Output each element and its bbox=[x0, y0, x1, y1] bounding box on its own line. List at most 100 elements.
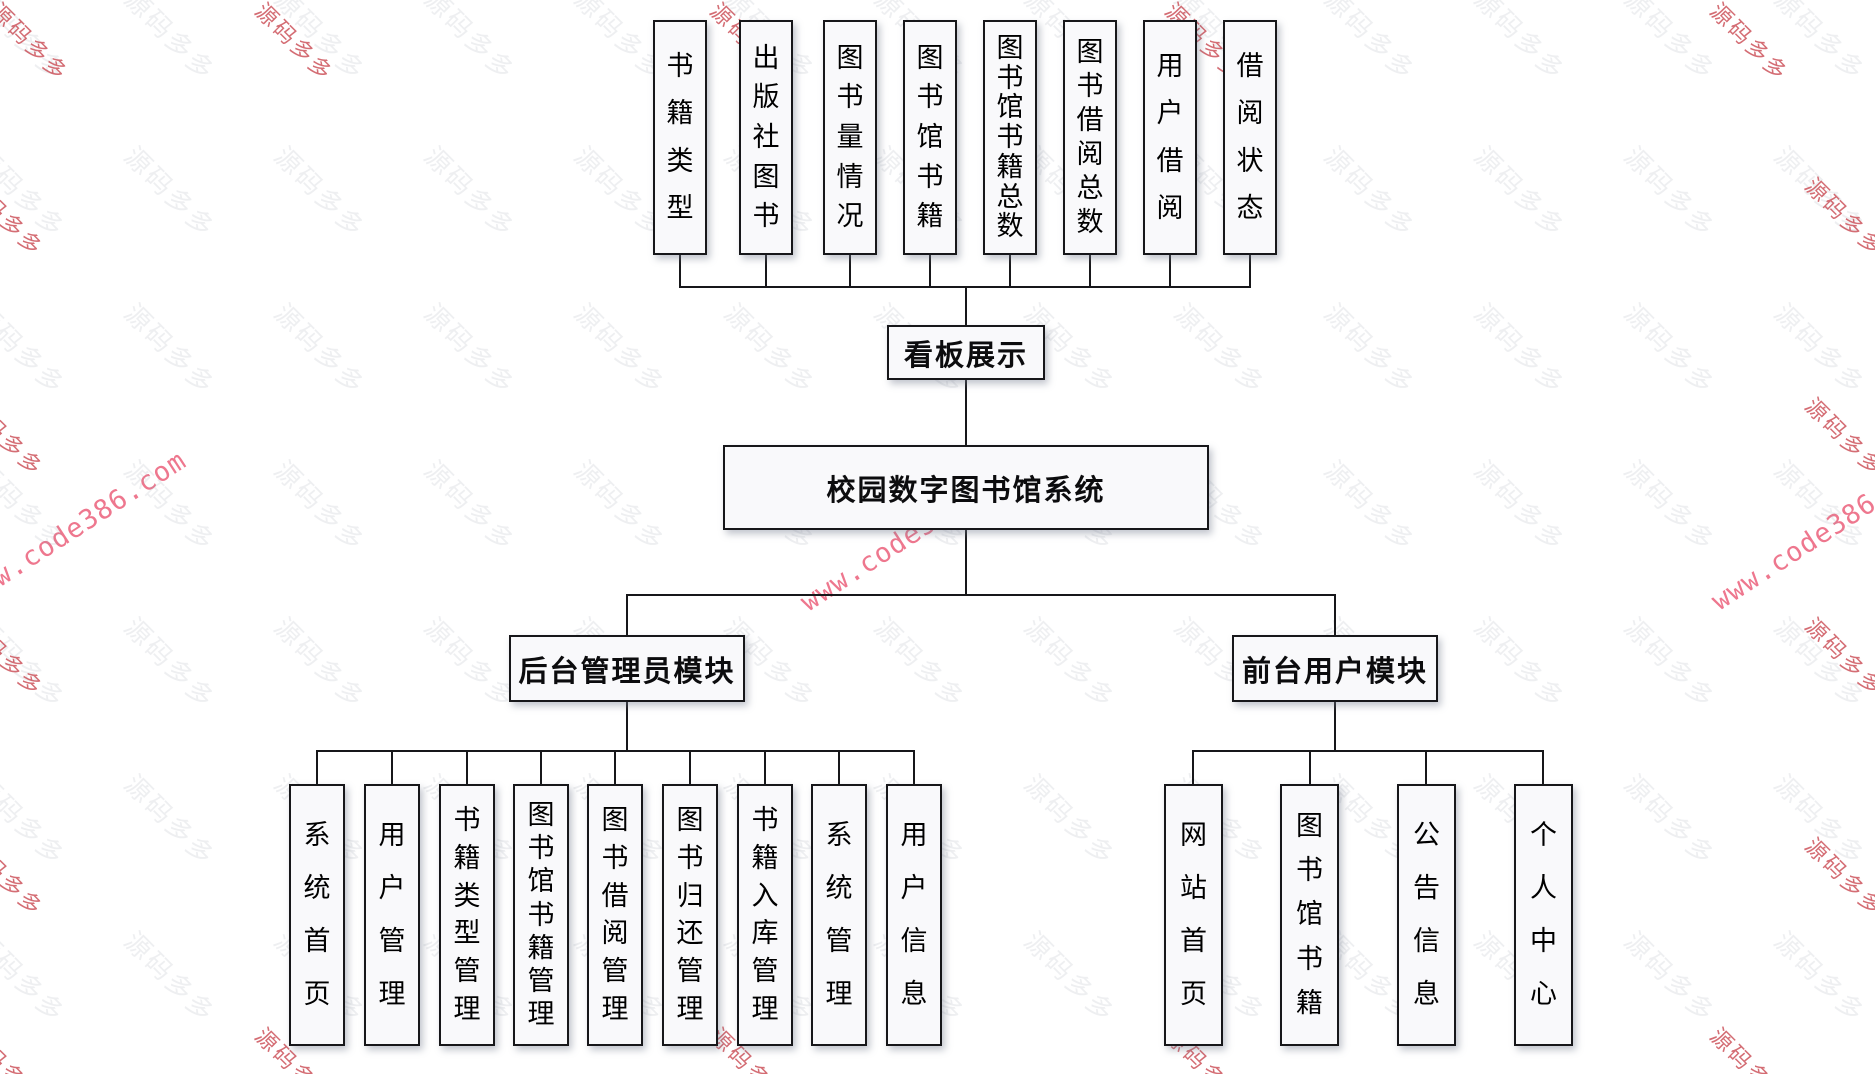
connector-admin-stub bbox=[391, 750, 393, 784]
watermark-tile: 源码多多 bbox=[0, 611, 72, 716]
watermark-tile-red: 源码多多 bbox=[0, 1023, 49, 1074]
watermark-tile: 源码多多 bbox=[0, 0, 72, 88]
connector-admin-stub bbox=[689, 750, 691, 784]
watermark-tile-red: 源码多多 bbox=[1800, 393, 1875, 482]
admin-module-box: 后台管理员模块 bbox=[509, 635, 745, 702]
root-system-label: 校园数字图书馆系统 bbox=[826, 472, 1106, 507]
stat-label: 图书量情况 bbox=[836, 42, 864, 233]
watermark-tile: 源码多多 bbox=[0, 768, 72, 873]
stat-label: 图书馆书籍 bbox=[916, 42, 944, 233]
connector-admin-stub bbox=[540, 750, 542, 784]
watermark-tile-red: 源码多多 bbox=[1800, 613, 1875, 702]
connector-admin-stub bbox=[316, 750, 318, 784]
admin-box-system-mgmt: 系统管理 bbox=[811, 784, 867, 1046]
watermark-tile-red: 源码多多 bbox=[1705, 0, 1794, 87]
admin-child-label: 图书归还管理 bbox=[676, 804, 704, 1026]
connector-admin-stub bbox=[838, 750, 840, 784]
connector-admin-stub bbox=[466, 750, 468, 784]
watermark-tile: 源码多多 bbox=[1618, 297, 1722, 402]
watermark-url: www.code386.com bbox=[1706, 450, 1875, 617]
watermark-tile: 源码多多 bbox=[1768, 454, 1872, 559]
admin-box-user-mgmt: 用户管理 bbox=[364, 784, 420, 1046]
watermark-tile: 源码多多 bbox=[1318, 0, 1422, 88]
watermark-tile: 源码多多 bbox=[118, 140, 222, 245]
admin-child-label: 图书馆书籍管理 bbox=[527, 800, 555, 1030]
watermark-url: www.code386.com bbox=[0, 445, 192, 612]
connector-front-stub bbox=[1542, 750, 1544, 784]
connector-modules-bus bbox=[626, 594, 1336, 596]
connector-bus-to-dashboard bbox=[965, 286, 967, 325]
connector-root-drop bbox=[965, 530, 967, 596]
front-child-label: 公告信息 bbox=[1413, 820, 1440, 1010]
watermark-tile: 源码多多 bbox=[0, 925, 72, 1030]
watermark-tile: 源码多多 bbox=[268, 611, 372, 716]
connector-admin-stub bbox=[764, 750, 766, 784]
watermark-tile: 源码多多 bbox=[118, 0, 222, 88]
watermark-tile-red: 源码多多 bbox=[0, 393, 49, 482]
watermark-tile: 源码多多 bbox=[268, 0, 372, 88]
watermark-tile: 源码多多 bbox=[1468, 0, 1572, 88]
watermark-tile: 源码多多 bbox=[1468, 454, 1572, 559]
watermark-tile: 源码多多 bbox=[1768, 925, 1872, 1030]
connector-front-stub bbox=[1425, 750, 1427, 784]
connector-admin-stub bbox=[614, 750, 616, 784]
stat-label: 出版社图书 bbox=[752, 42, 780, 233]
front-box-site-home: 网站首页 bbox=[1164, 784, 1223, 1046]
watermark-tile: 源码多多 bbox=[0, 297, 72, 402]
connector-admin-stub bbox=[913, 750, 915, 784]
front-child-label: 个人中心 bbox=[1530, 820, 1557, 1010]
admin-child-label: 用户管理 bbox=[378, 820, 406, 1010]
watermark-tile: 源码多多 bbox=[268, 297, 372, 402]
watermark-tile: 源码多多 bbox=[1618, 140, 1722, 245]
watermark-tile: 源码多多 bbox=[118, 925, 222, 1030]
watermark-tile: 源码多多 bbox=[418, 140, 522, 245]
front-child-label: 网站首页 bbox=[1180, 820, 1207, 1010]
watermark-tile: 源码多多 bbox=[568, 297, 672, 402]
connector-stat-stub bbox=[765, 255, 767, 288]
watermark-tile: 源码多多 bbox=[1618, 925, 1722, 1030]
watermark-tile: 源码多多 bbox=[1768, 140, 1872, 245]
watermark-tile: 源码多多 bbox=[1768, 0, 1872, 88]
connector-front-bus bbox=[1192, 750, 1544, 752]
admin-child-label: 用户信息 bbox=[900, 820, 928, 1010]
watermark-tile: 源码多多 bbox=[1468, 297, 1572, 402]
watermark-tile-red: 源码多多 bbox=[0, 833, 49, 922]
dashboard-label: 看板展示 bbox=[903, 337, 1028, 372]
watermark-tile: 源码多多 bbox=[268, 140, 372, 245]
connector-stat-stub bbox=[1009, 255, 1011, 288]
connector-stat-stub bbox=[849, 255, 851, 288]
watermark-tile: 源码多多 bbox=[118, 611, 222, 716]
admin-module-label: 后台管理员模块 bbox=[518, 653, 736, 688]
connector-stat-stub bbox=[679, 255, 681, 288]
watermark-tile: 源码多多 bbox=[1618, 611, 1722, 716]
stat-label: 图书馆书籍总数 bbox=[996, 32, 1024, 243]
stat-box-book-volume: 图书量情况 bbox=[823, 20, 877, 255]
connector-front-stub bbox=[1309, 750, 1311, 784]
stat-box-book-type: 书籍类型 bbox=[653, 20, 707, 255]
admin-box-system-home: 系统首页 bbox=[289, 784, 345, 1046]
admin-child-label: 系统管理 bbox=[825, 820, 853, 1010]
admin-box-book-type-mgmt: 书籍类型管理 bbox=[439, 784, 495, 1046]
watermark-tile: 源码多多 bbox=[0, 140, 72, 245]
front-module-label: 前台用户模块 bbox=[1241, 653, 1428, 688]
admin-box-library-book-mgmt: 图书馆书籍管理 bbox=[513, 784, 569, 1046]
stat-label: 书籍类型 bbox=[666, 50, 694, 225]
connector-front-stub bbox=[1192, 750, 1194, 784]
connector-stat-stub bbox=[1169, 255, 1171, 288]
watermark-tile: 源码多多 bbox=[1168, 297, 1272, 402]
watermark-tile-red: 源码多多 bbox=[1800, 173, 1875, 262]
watermark-tile-red: 源码多多 bbox=[1800, 833, 1875, 922]
watermark-tile: 源码多多 bbox=[1618, 0, 1722, 88]
watermark-tile: 源码多多 bbox=[1018, 925, 1122, 1030]
watermark-tile: 源码多多 bbox=[1768, 297, 1872, 402]
watermark-tile: 源码多多 bbox=[1018, 768, 1122, 873]
watermark-tile-red: 源码多多 bbox=[250, 0, 339, 87]
stat-box-publisher-books: 出版社图书 bbox=[739, 20, 793, 255]
stat-box-user-borrow: 用户借阅 bbox=[1143, 20, 1197, 255]
front-box-personal-center: 个人中心 bbox=[1514, 784, 1573, 1046]
admin-box-user-info: 用户信息 bbox=[886, 784, 942, 1046]
watermark-tile-red: 源码多多 bbox=[0, 613, 49, 702]
admin-box-inbound-mgmt: 书籍入库管理 bbox=[737, 784, 793, 1046]
admin-child-label: 书籍类型管理 bbox=[453, 804, 481, 1026]
stat-label: 用户借阅 bbox=[1156, 50, 1184, 225]
